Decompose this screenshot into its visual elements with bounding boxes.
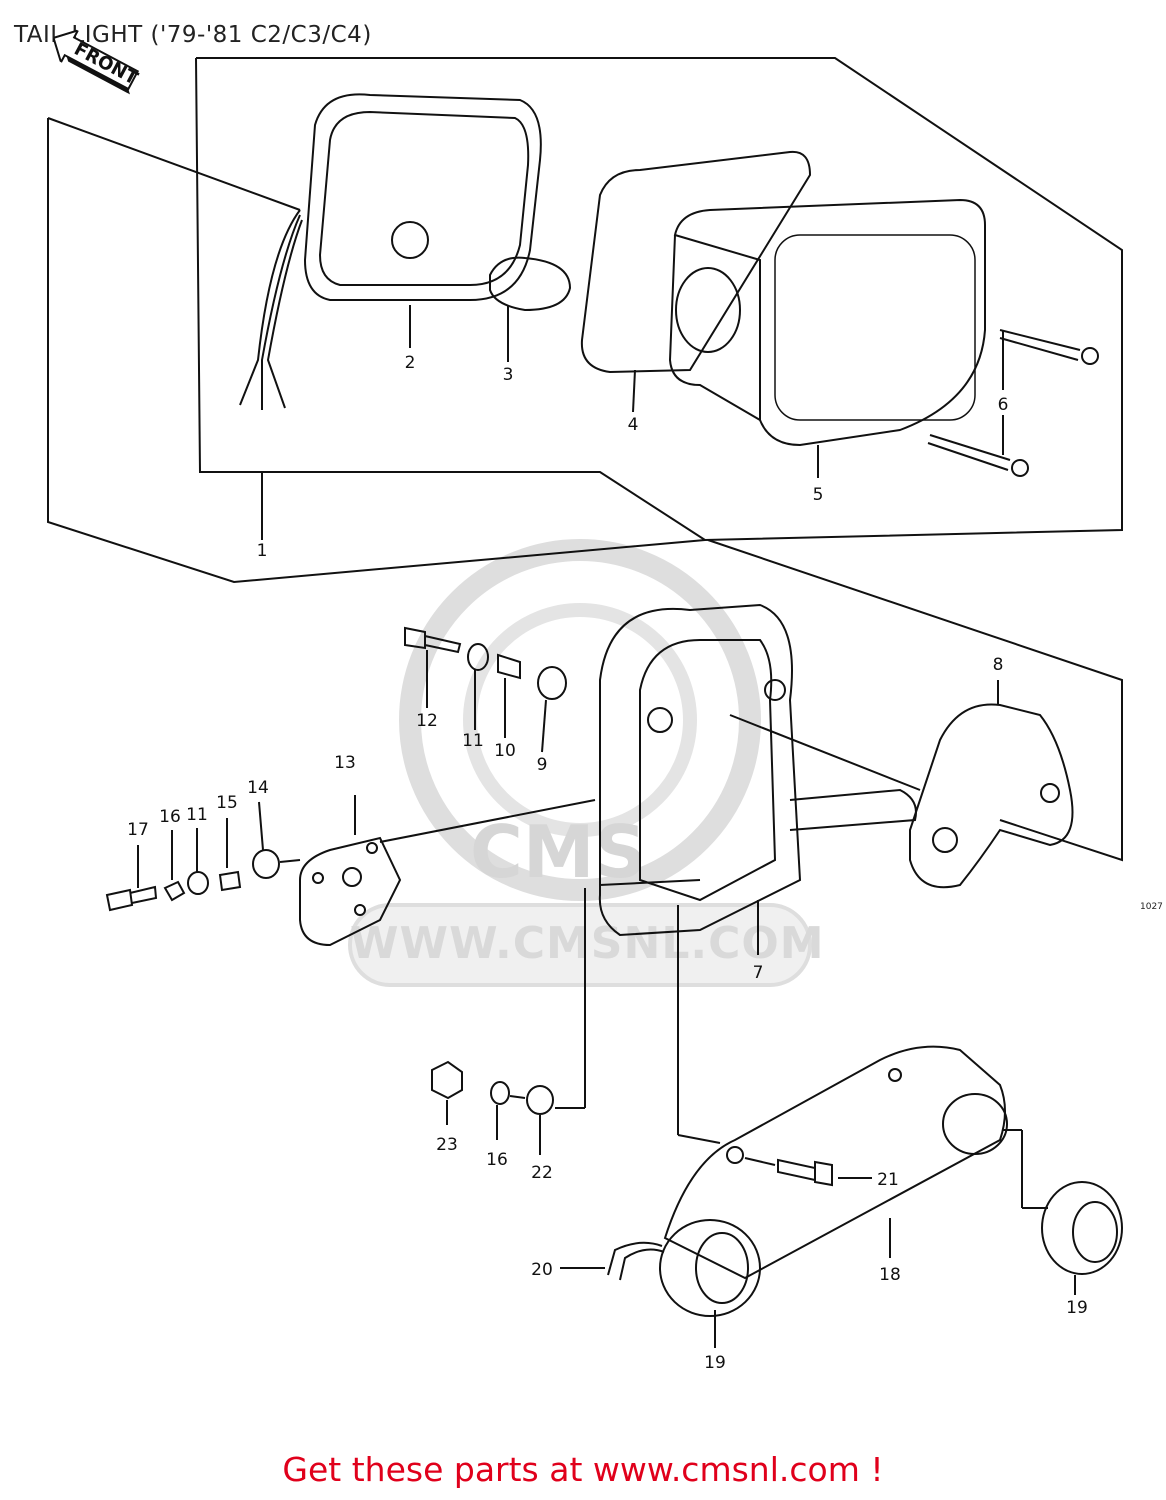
callout-2: 2 bbox=[405, 353, 416, 373]
callout-12: 12 bbox=[416, 711, 438, 731]
callout-9: 9 bbox=[537, 755, 548, 775]
callout-6: 6 bbox=[998, 395, 1009, 415]
housing-lens-part bbox=[673, 198, 986, 447]
nut-23-part bbox=[431, 1060, 463, 1100]
callout-18: 18 bbox=[879, 1265, 901, 1285]
callout-5: 5 bbox=[813, 485, 824, 505]
callout-15: 15 bbox=[216, 793, 238, 813]
callout-3: 3 bbox=[503, 365, 514, 385]
callout-14: 14 bbox=[247, 778, 269, 798]
callout-7: 7 bbox=[753, 963, 764, 983]
callout-19a: 19 bbox=[704, 1353, 726, 1373]
callout-19b: 19 bbox=[1066, 1298, 1088, 1318]
lens-base-part bbox=[303, 93, 542, 301]
callout-16b: 16 bbox=[486, 1150, 508, 1170]
callout-22: 22 bbox=[531, 1163, 553, 1183]
watermark-logo bbox=[348, 539, 812, 987]
callout-16a: 16 bbox=[159, 807, 181, 827]
callout-11a: 11 bbox=[462, 731, 484, 751]
reflector-plate-part bbox=[299, 836, 402, 947]
diagram-code: 1027 bbox=[1140, 902, 1163, 912]
bolt-17-part bbox=[105, 885, 158, 912]
bulb-part bbox=[489, 256, 572, 312]
license-bracket-part bbox=[663, 1045, 1006, 1280]
callout-17: 17 bbox=[127, 820, 149, 840]
front-arrow-icon bbox=[52, 28, 140, 95]
assembly-box-frame bbox=[195, 57, 1123, 542]
watermark-brand: CMS bbox=[470, 810, 647, 894]
callout-10: 10 bbox=[494, 741, 516, 761]
callout-21: 21 bbox=[877, 1170, 899, 1190]
callout-23: 23 bbox=[436, 1135, 458, 1155]
front-arrow: FRONT bbox=[45, 22, 146, 98]
assembly-outline-1 bbox=[47, 118, 706, 584]
bolt-12-part bbox=[404, 626, 462, 654]
gasket-part bbox=[580, 150, 812, 374]
callout-8: 8 bbox=[993, 655, 1004, 675]
lamp-19-right-part bbox=[1041, 1181, 1123, 1275]
bracket-part bbox=[598, 603, 802, 937]
callout-13: 13 bbox=[334, 753, 356, 773]
watermark-url: WWW.CMSNL.COM bbox=[350, 918, 825, 969]
callout-1: 1 bbox=[257, 541, 268, 561]
stay-plate-part bbox=[909, 703, 1074, 889]
callout-4: 4 bbox=[628, 415, 639, 435]
callout-11b: 11 bbox=[186, 805, 208, 825]
footer-link[interactable]: Get these parts at www.cmsnl.com ! bbox=[282, 1450, 884, 1489]
lamp-19-left-part bbox=[659, 1219, 761, 1317]
callout-20: 20 bbox=[531, 1260, 553, 1280]
